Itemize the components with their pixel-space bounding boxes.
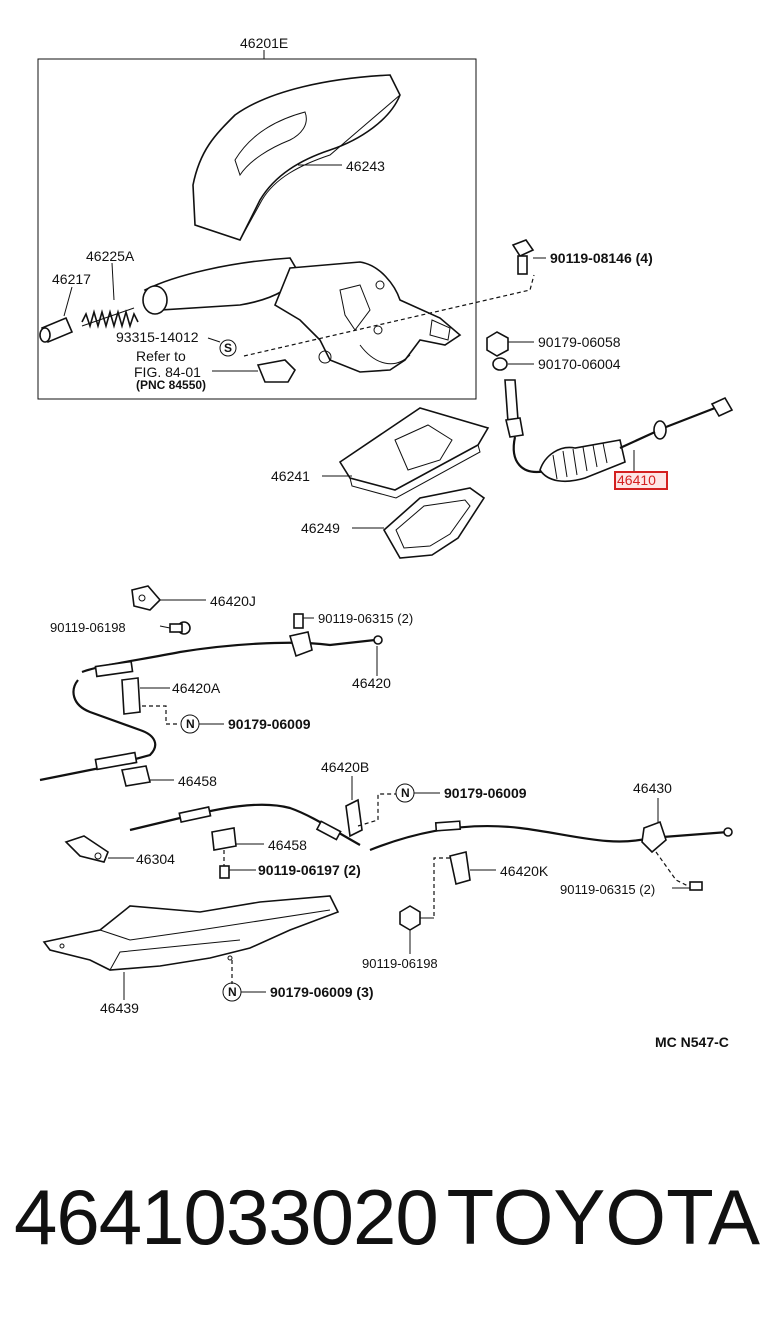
label-refer-to: Refer to: [136, 348, 186, 364]
cable-middle-part: [129, 803, 361, 846]
label-clamp-left: 46458: [178, 773, 217, 789]
clamp-left-part: [121, 765, 151, 787]
label-nut-n2: 90179-06009: [444, 785, 527, 801]
label-boot-plate: 46241: [271, 468, 310, 484]
bolt-right-part: [689, 881, 703, 891]
switch-part: [256, 359, 297, 383]
bolt-top-part: [511, 239, 535, 275]
label-guide: 46304: [136, 851, 175, 867]
lever-body-part: [142, 257, 462, 373]
lever-cover-part: [192, 74, 401, 241]
label-bolt-j: 90119-06198: [50, 620, 126, 635]
label-cable-left: 46420: [352, 675, 391, 691]
label-bracket-a: 46420A: [172, 680, 221, 696]
clamp-mid-part: [211, 827, 237, 851]
bracket-j-part: [131, 585, 162, 611]
s-mark-text: S: [224, 341, 232, 355]
label-bracket-j: 46420J: [210, 593, 256, 609]
label-equalizer: 46430: [633, 780, 672, 796]
label-nut-n1: 90179-06009: [228, 716, 311, 732]
assembly-frame: [37, 58, 477, 400]
label-refer-fig: FIG. 84-01: [134, 364, 201, 380]
cable-front-part: [504, 379, 734, 483]
bolt-clamp-part: [219, 865, 230, 879]
n-mark-1-text: N: [186, 717, 195, 731]
boot-plate-part: [338, 407, 490, 499]
n-mark-3-text: N: [228, 985, 237, 999]
label-assembly: 46201E: [240, 35, 288, 51]
label-cable-front: 46410: [617, 472, 656, 488]
n-mark-2-text: N: [401, 786, 410, 800]
heat-shield-part: [42, 895, 340, 971]
bracket-b-part: [345, 798, 363, 838]
part-number: 4641033020: [14, 1173, 439, 1261]
s-mark-icon: [219, 339, 237, 357]
label-nut-a: 90179-06058: [538, 334, 621, 350]
bolt-j-part: [169, 621, 191, 635]
nut-a-part: [486, 331, 509, 357]
label-bolt-clamp: 90119-06197 (2): [258, 862, 361, 878]
label-bracket-k: 46420K: [500, 863, 549, 879]
label-seal: 46249: [301, 520, 340, 536]
parts-diagram: 46201E 46243 46225A 46217 93315-14012 S …: [37, 35, 734, 1050]
seal-part: [382, 487, 486, 559]
diagram-code: MC N547-C: [655, 1034, 729, 1050]
nut-b-part: [492, 357, 508, 371]
cable-left-part: [39, 631, 383, 782]
label-clip: 93315-14012: [116, 329, 199, 345]
label-bolt-k: 90119-06198: [362, 956, 438, 971]
label-bolt-right: 90119-06315 (2): [560, 882, 655, 897]
label-heat-shield: 46439: [100, 1000, 139, 1016]
label-refer-pnc: (PNC 84550): [136, 378, 206, 392]
label-clamp-mid: 46458: [268, 837, 307, 853]
label-nut-n3: 90179-06009 (3): [270, 984, 374, 1000]
label-nut-b: 90170-06004: [538, 356, 621, 372]
label-lever-cover: 46243: [346, 158, 385, 174]
label-bracket-b: 46420B: [321, 759, 369, 775]
bolt-k-part: [399, 905, 421, 931]
label-bolt-top: 90119-08146 (4): [550, 250, 653, 266]
grip-part: [39, 316, 74, 344]
bolt-mid-part: [293, 613, 304, 629]
guide-part: [64, 835, 109, 863]
label-cable-front-highlight: [614, 471, 668, 490]
bracket-k-part: [449, 851, 471, 886]
spring-part: [81, 307, 139, 329]
brand-name: TOYOTA: [446, 1173, 761, 1261]
label-grip: 46217: [52, 271, 91, 287]
cable-right-part: [369, 820, 733, 854]
label-spring: 46225A: [86, 248, 135, 264]
label-bolt-mid: 90119-06315 (2): [318, 611, 413, 626]
